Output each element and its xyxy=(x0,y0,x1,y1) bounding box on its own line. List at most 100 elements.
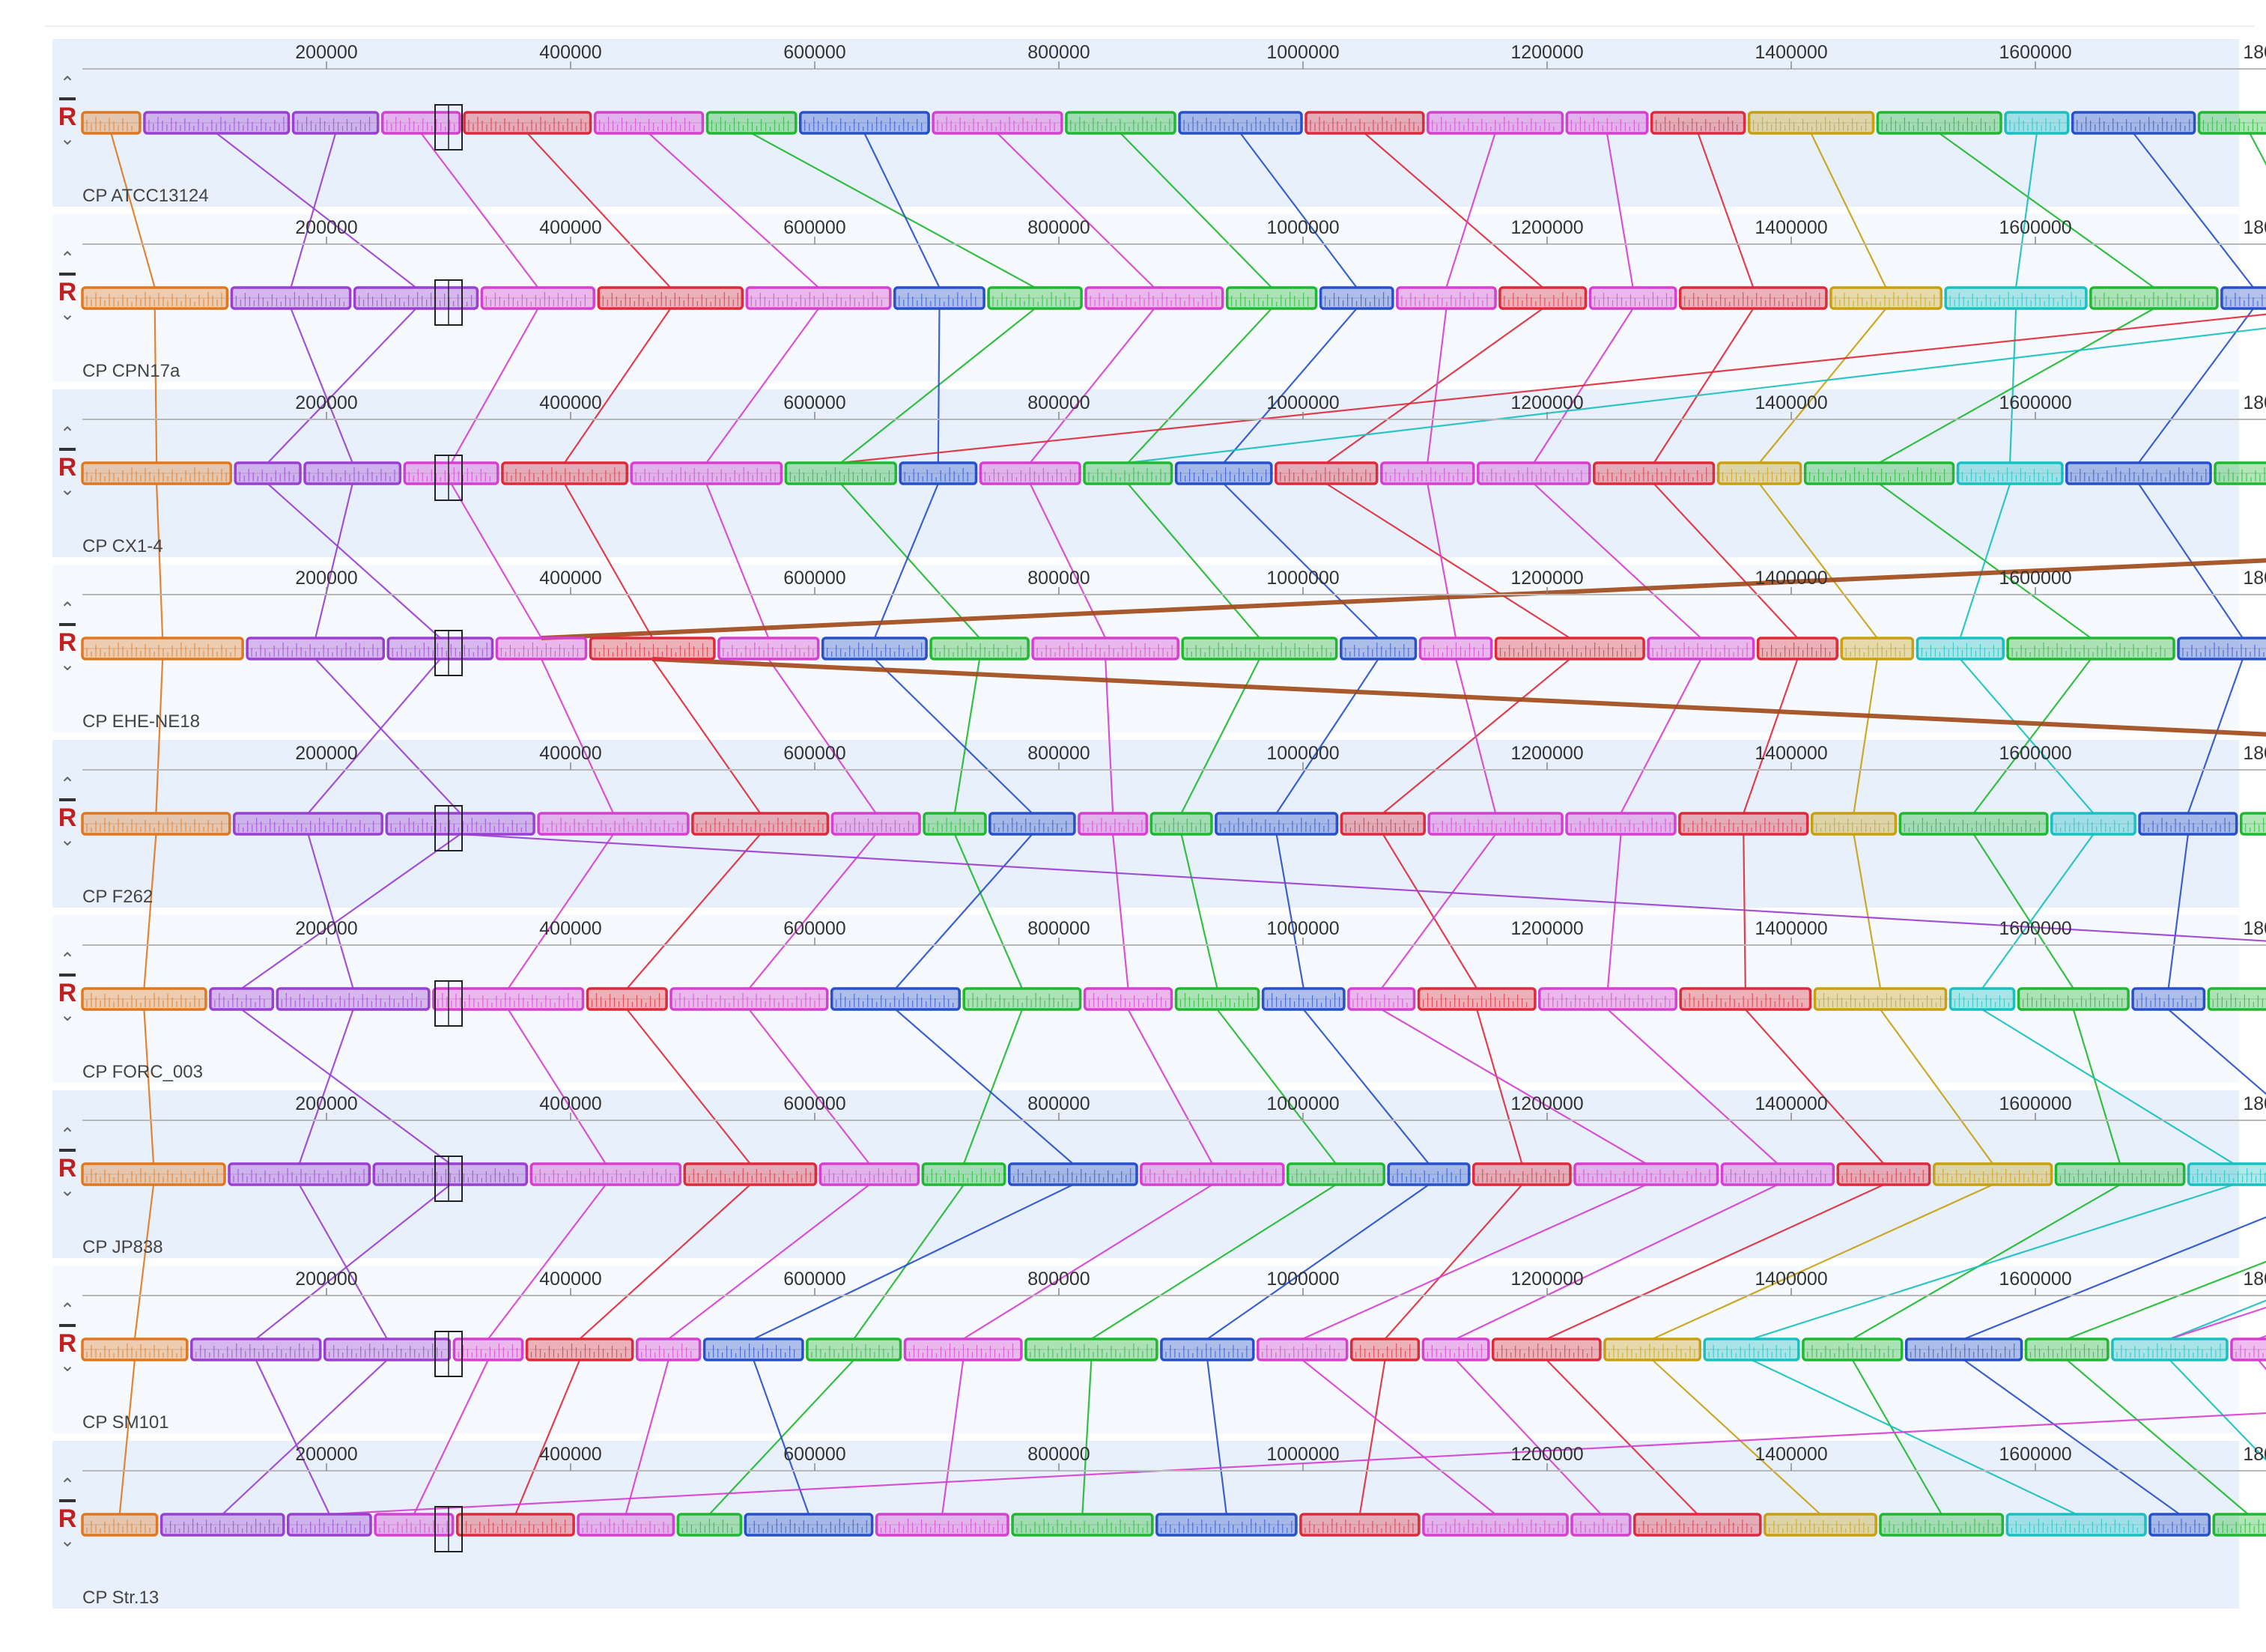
lcb-block[interactable] xyxy=(875,1513,1009,1537)
lcb-block[interactable] xyxy=(2239,812,2266,836)
chevron-down-icon[interactable]: ⌄ xyxy=(59,479,76,499)
lcb-block[interactable] xyxy=(1647,637,1755,661)
lcb-block[interactable] xyxy=(323,1337,452,1361)
minus-icon[interactable] xyxy=(59,1499,76,1502)
lcb-block[interactable] xyxy=(2220,286,2266,310)
lcb-block[interactable] xyxy=(1570,1513,1632,1537)
lcb-block[interactable] xyxy=(929,637,1030,661)
lcb-block[interactable] xyxy=(1299,1513,1421,1537)
lcb-block[interactable] xyxy=(821,637,928,661)
lcb-block[interactable] xyxy=(1956,461,2064,485)
lcb-block[interactable] xyxy=(386,637,494,661)
lcb-block[interactable] xyxy=(1498,286,1588,310)
reverse-button[interactable]: R xyxy=(58,804,77,832)
lcb-block[interactable] xyxy=(899,461,978,485)
lcb-block[interactable] xyxy=(2017,987,2130,1011)
lcb-block[interactable] xyxy=(1417,987,1537,1011)
lcb-block[interactable] xyxy=(589,637,716,661)
reverse-button[interactable]: R xyxy=(58,1154,77,1182)
lcb-block[interactable] xyxy=(798,111,930,135)
lcb-block[interactable] xyxy=(1275,461,1379,485)
lcb-block[interactable] xyxy=(2005,1513,2147,1537)
lcb-block[interactable] xyxy=(1678,812,1809,836)
chevron-down-icon[interactable]: ⌄ xyxy=(59,1355,76,1376)
lcb-block[interactable] xyxy=(1747,111,1875,135)
chevron-up-icon[interactable]: ⌃ xyxy=(59,599,76,619)
minus-icon[interactable] xyxy=(59,1149,76,1152)
chevron-up-icon[interactable]: ⌃ xyxy=(59,249,76,269)
lcb-block[interactable] xyxy=(1007,1162,1138,1186)
chevron-down-icon[interactable]: ⌄ xyxy=(59,655,76,675)
lcb-block[interactable] xyxy=(806,1337,902,1361)
lcb-block[interactable] xyxy=(2214,461,2266,485)
lcb-block[interactable] xyxy=(81,1513,159,1537)
lcb-block[interactable] xyxy=(81,1337,189,1361)
lcb-block[interactable] xyxy=(2050,812,2136,836)
minus-icon[interactable] xyxy=(59,97,76,100)
lcb-block[interactable] xyxy=(160,1513,285,1537)
lcb-block[interactable] xyxy=(1944,286,2088,310)
lcb-block[interactable] xyxy=(2071,111,2196,135)
reverse-button[interactable]: R xyxy=(58,1504,77,1533)
lcb-block[interactable] xyxy=(1347,987,1416,1011)
lcb-block[interactable] xyxy=(1083,987,1173,1011)
lcb-block[interactable] xyxy=(291,111,380,135)
lcb-block[interactable] xyxy=(81,637,244,661)
lcb-block[interactable] xyxy=(1472,1162,1572,1186)
lcb-block[interactable] xyxy=(2212,1513,2266,1537)
lcb-block[interactable] xyxy=(480,286,595,310)
minus-icon[interactable] xyxy=(59,273,76,276)
lcb-block[interactable] xyxy=(1084,286,1224,310)
lcb-block[interactable] xyxy=(81,812,231,836)
lcb-block[interactable] xyxy=(1178,111,1303,135)
lcb-block[interactable] xyxy=(276,987,431,1011)
lcb-block[interactable] xyxy=(635,1337,702,1361)
chevron-up-icon[interactable]: ⌃ xyxy=(59,774,76,795)
reverse-button[interactable]: R xyxy=(58,278,77,306)
lcb-block[interactable] xyxy=(501,461,628,485)
lcb-block[interactable] xyxy=(1078,812,1149,836)
minus-icon[interactable] xyxy=(59,1324,76,1327)
lcb-block[interactable] xyxy=(1916,637,2005,661)
lcb-block[interactable] xyxy=(2207,987,2266,1011)
reverse-button[interactable]: R xyxy=(58,103,77,131)
lcb-block[interactable] xyxy=(932,111,1063,135)
lcb-block[interactable] xyxy=(1011,1513,1154,1537)
lcb-block[interactable] xyxy=(784,461,897,485)
chevron-up-icon[interactable]: ⌃ xyxy=(59,424,76,444)
lcb-block[interactable] xyxy=(1879,1513,2005,1537)
chevron-down-icon[interactable]: ⌄ xyxy=(59,1531,76,1551)
chevron-up-icon[interactable]: ⌃ xyxy=(59,1475,76,1495)
lcb-block[interactable] xyxy=(374,1513,455,1537)
lcb-block[interactable] xyxy=(353,286,479,310)
lcb-block[interactable] xyxy=(1898,812,2049,836)
lcb-block[interactable] xyxy=(923,812,987,836)
lcb-block[interactable] xyxy=(2111,1337,2229,1361)
lcb-block[interactable] xyxy=(1215,812,1339,836)
lcb-block[interactable] xyxy=(1904,1337,2023,1361)
chevron-up-icon[interactable]: ⌃ xyxy=(59,1300,76,1320)
lcb-block[interactable] xyxy=(1181,637,1338,661)
lcb-block[interactable] xyxy=(1810,812,1898,836)
lcb-block[interactable] xyxy=(230,286,352,310)
lcb-block[interactable] xyxy=(209,987,275,1011)
lcb-block[interactable] xyxy=(1349,1337,1421,1361)
chevron-down-icon[interactable]: ⌄ xyxy=(59,129,76,149)
chevron-down-icon[interactable]: ⌄ xyxy=(59,830,76,850)
lcb-block[interactable] xyxy=(529,1162,682,1186)
lcb-block[interactable] xyxy=(1720,1162,1835,1186)
lcb-block[interactable] xyxy=(2230,1337,2266,1361)
chevron-down-icon[interactable]: ⌄ xyxy=(59,1180,76,1200)
chevron-up-icon[interactable]: ⌃ xyxy=(59,950,76,970)
lcb-block[interactable] xyxy=(921,1162,1006,1186)
lcb-block[interactable] xyxy=(1679,987,1812,1011)
chevron-up-icon[interactable]: ⌃ xyxy=(59,1125,76,1145)
lcb-block[interactable] xyxy=(586,987,668,1011)
lcb-block[interactable] xyxy=(2054,1162,2186,1186)
lcb-block[interactable] xyxy=(385,812,535,836)
lcb-block[interactable] xyxy=(1421,1337,1490,1361)
lcb-block[interactable] xyxy=(1024,1337,1158,1361)
lcb-block[interactable] xyxy=(1716,461,1802,485)
lcb-block[interactable] xyxy=(1340,812,1426,836)
